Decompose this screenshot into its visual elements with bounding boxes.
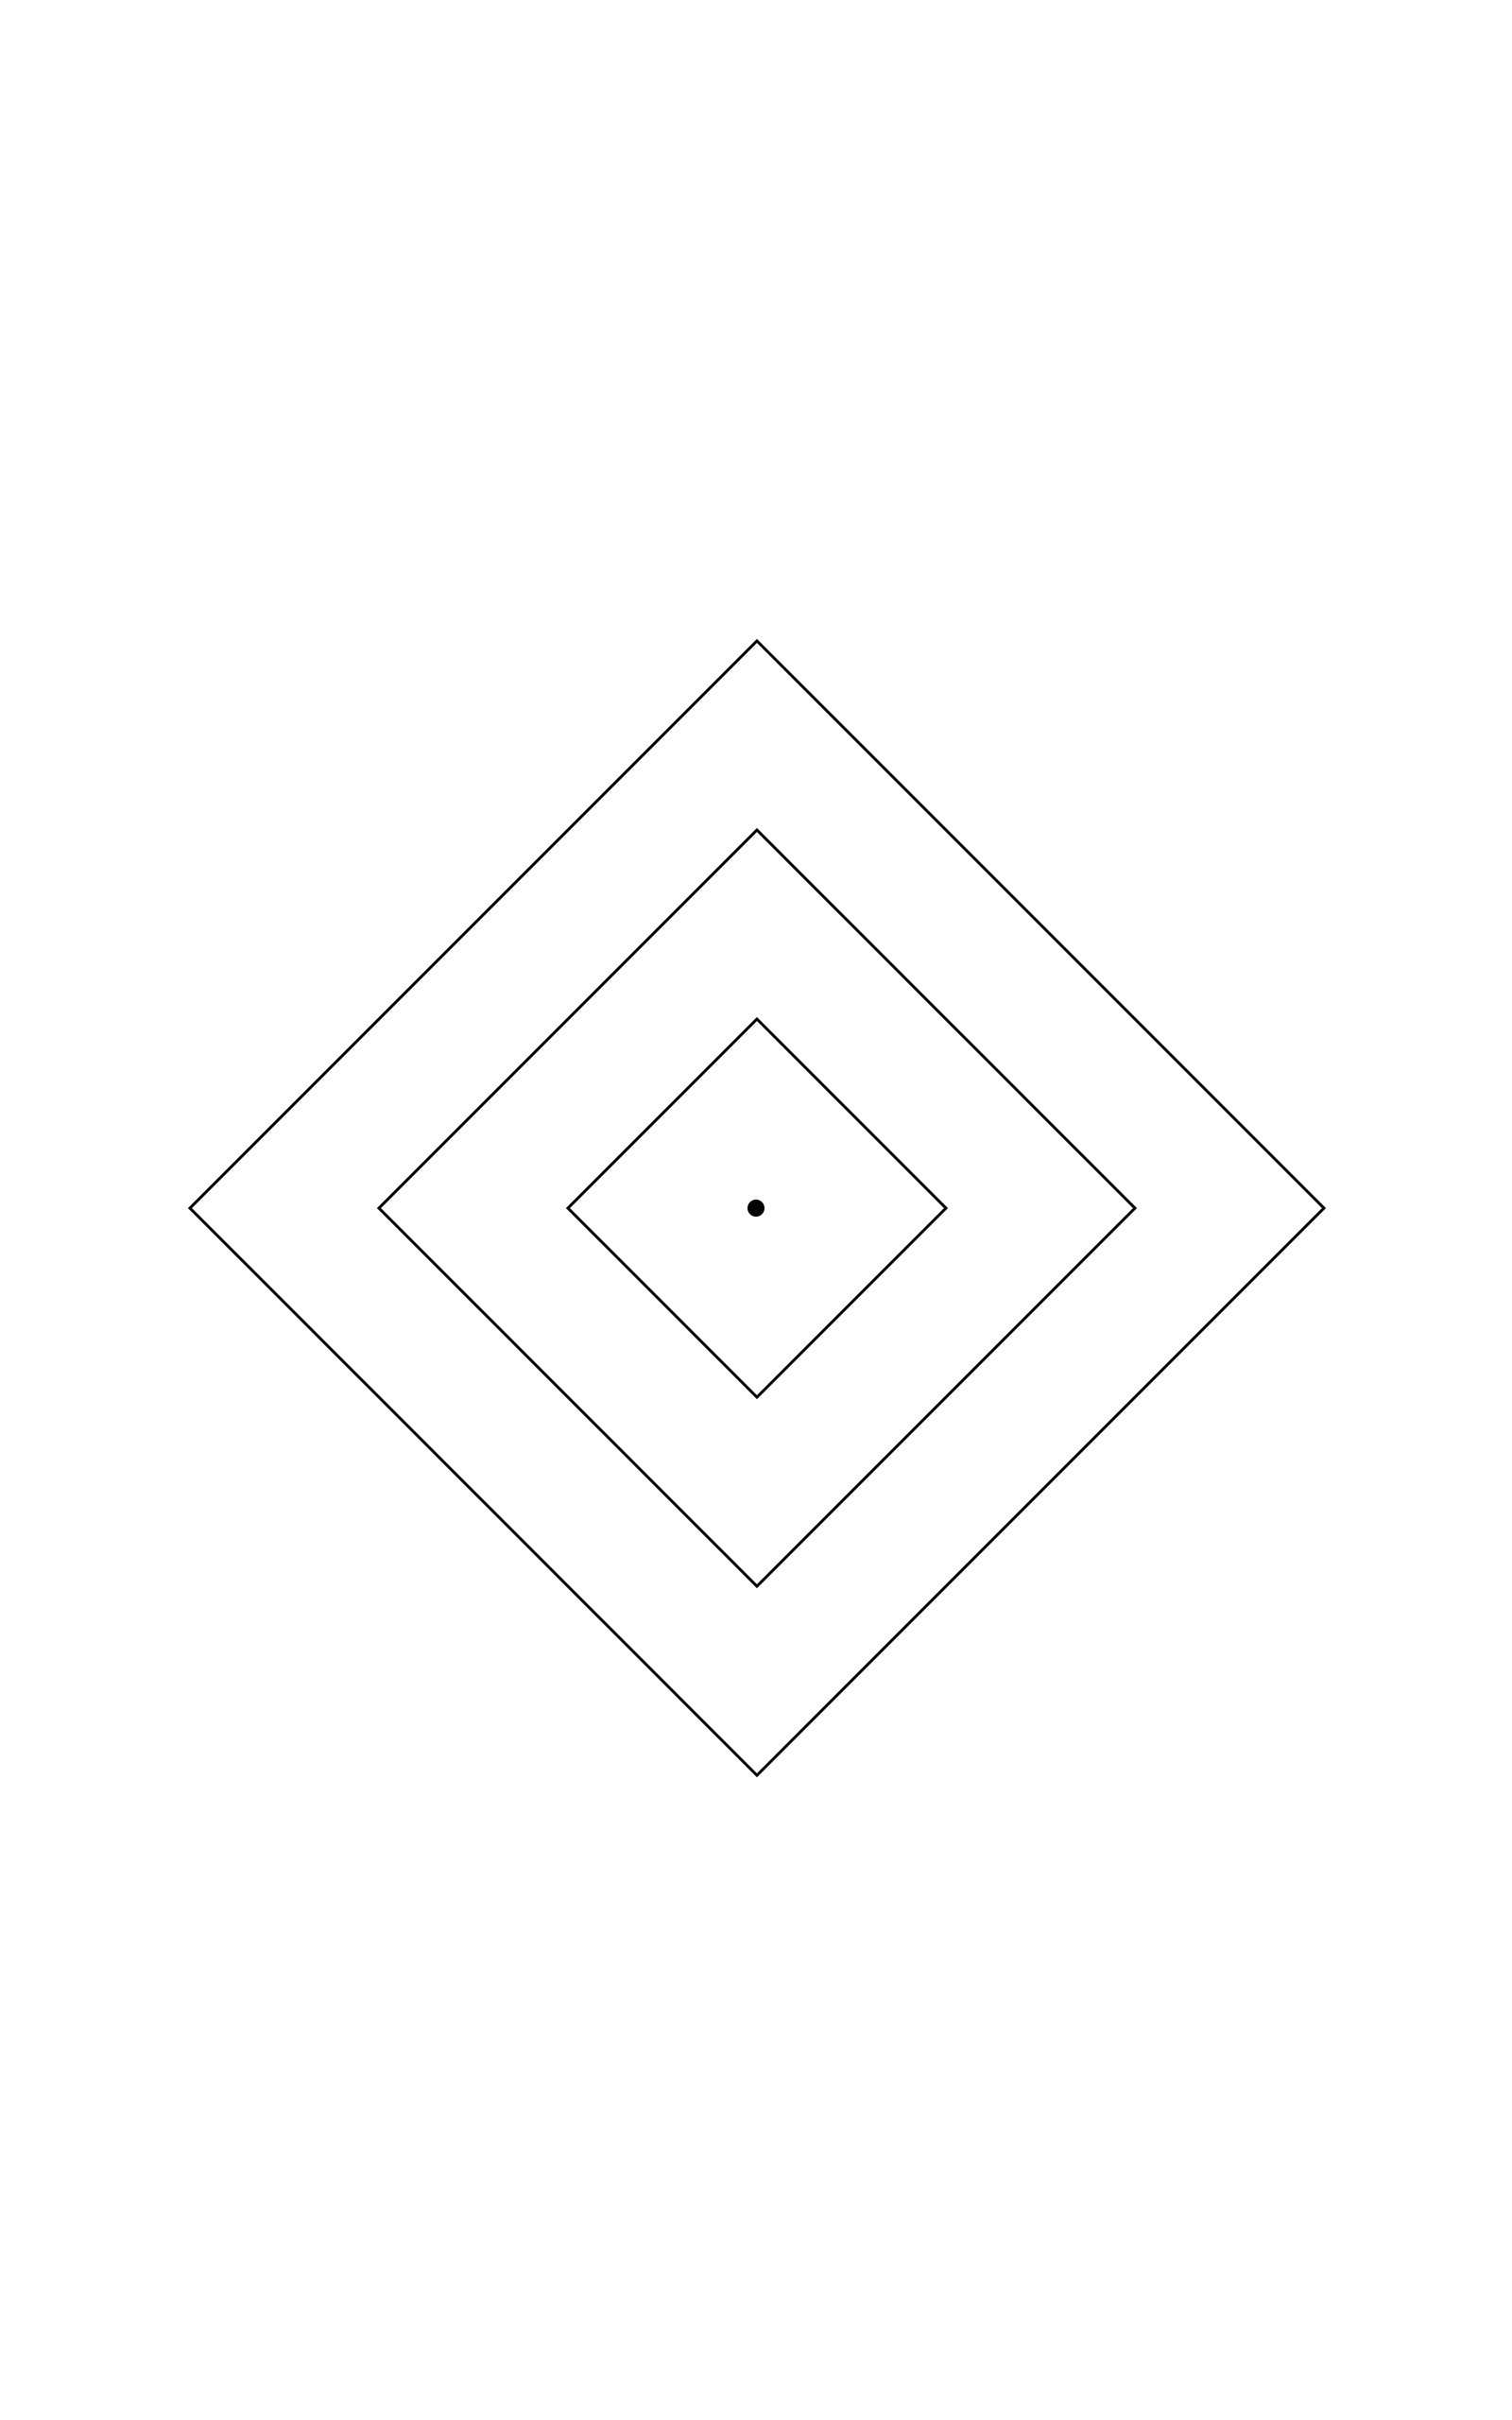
middle-diamond	[376, 827, 1138, 1589]
inner-diamond	[565, 1016, 949, 1400]
outer-diamond	[187, 638, 1327, 1778]
center-dot	[747, 1200, 765, 1217]
